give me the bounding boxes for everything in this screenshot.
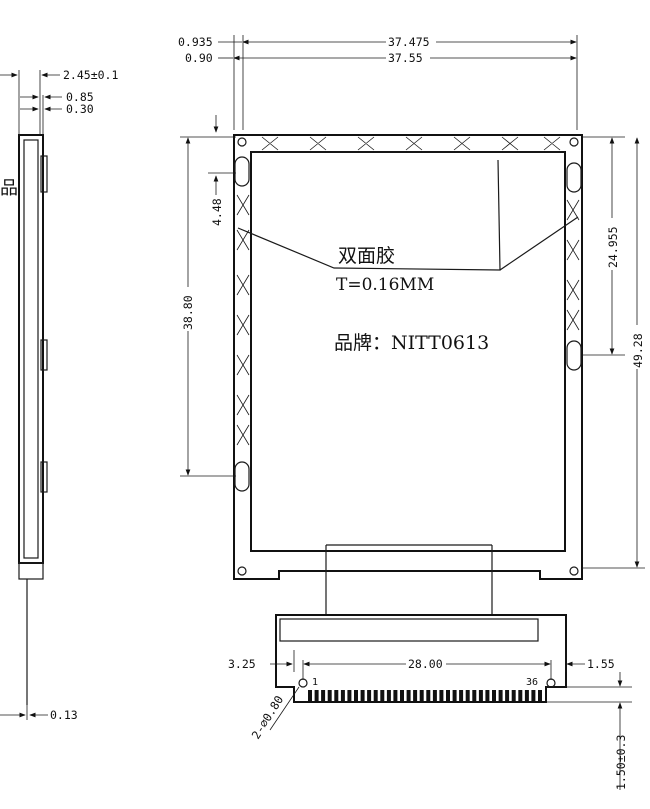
fpc-pin <box>524 690 529 701</box>
dim-fpc-right: 1.55 <box>587 657 615 671</box>
fpc-pin <box>478 690 483 701</box>
fpc-pin <box>340 690 345 701</box>
fpc-pin <box>439 690 444 701</box>
front-view: 双面胶 T=0.16MM 品牌：NITT0613 1 36 <box>233 134 583 703</box>
tape-leader-left <box>237 159 501 271</box>
fpc-pin <box>498 690 503 701</box>
tape-leader-right <box>499 216 579 271</box>
fpc-pin <box>347 690 352 701</box>
slot-right-top <box>566 162 582 193</box>
fpc-pin <box>386 690 391 701</box>
side-base <box>18 562 44 580</box>
fpc-pin <box>538 690 542 701</box>
dim-left-thickness: 2.45±0.1 <box>63 68 118 82</box>
brand-label: 品牌：NITT0613 <box>334 332 489 354</box>
fpc-hole-right <box>546 678 556 688</box>
mount-hole-bl <box>237 566 247 576</box>
fpc-pin <box>511 690 516 701</box>
fpc-pin <box>472 690 477 701</box>
side-cut-text: 品 <box>0 178 18 199</box>
dim-fpc-thickness: 1.50±0.3 <box>614 735 628 790</box>
slot-left-bottom <box>234 461 250 492</box>
side-tab-top <box>40 155 48 193</box>
fpc-pin <box>413 690 418 701</box>
slot-right-mid <box>566 340 582 371</box>
fpc-pin <box>380 690 385 701</box>
fpc-pin <box>321 690 326 701</box>
fpc-pins <box>308 690 542 701</box>
pin-first-label: 1 <box>312 677 318 688</box>
side-tab-mid <box>40 339 48 371</box>
tape-hatch-right <box>566 199 580 331</box>
mount-hole-tr <box>569 137 579 147</box>
fpc-pin <box>400 690 404 701</box>
fpc-pin <box>308 690 312 701</box>
dim-width-outer: 37.475 <box>388 35 430 49</box>
mount-hole-br <box>569 566 579 576</box>
dim-width-inner: 37.55 <box>388 51 423 65</box>
side-body <box>18 134 44 564</box>
fpc-hole-left <box>298 678 308 688</box>
fpc-pin <box>485 690 490 701</box>
fpc-pin <box>459 690 464 701</box>
side-view: 2.45±0.1 0.85 0.30 品 0.13 <box>0 68 118 722</box>
dim-total-height: 49.28 <box>631 333 645 368</box>
tape-hatch-left <box>236 194 250 446</box>
dim-left-a: 0.85 <box>66 90 94 104</box>
fpc-pin <box>518 690 523 701</box>
slot-left-top <box>234 156 250 187</box>
fpc-pin <box>327 690 332 701</box>
tape-thickness: T=0.16MM <box>336 275 434 295</box>
fpc-pin <box>314 690 319 701</box>
fpc-pin <box>354 690 358 701</box>
dim-fpc-left: 3.25 <box>228 657 256 671</box>
fpc-pin <box>452 690 457 701</box>
fpc-pin <box>505 690 510 701</box>
dim-side-bottom: 0.13 <box>50 708 78 722</box>
fpc-pin <box>446 690 450 701</box>
tape-hatch-top <box>261 136 561 151</box>
fpc-pin <box>360 690 365 701</box>
fpc-pin <box>406 690 411 701</box>
dim-right-upper: 24.955 <box>606 226 620 268</box>
fpc-pin <box>373 690 378 701</box>
mount-hole-tl <box>237 137 247 147</box>
side-tab-bottom <box>40 461 48 493</box>
dim-left-b: 0.30 <box>66 102 94 116</box>
fpc-pin <box>492 690 496 701</box>
fpc-pin <box>393 690 398 701</box>
fpc-pin <box>531 690 536 701</box>
fpc-stiffener <box>279 618 539 642</box>
dim-top-outer: 0.935 <box>178 35 213 49</box>
fpc-pin <box>419 690 424 701</box>
dim-fpc-span: 28.00 <box>408 657 443 671</box>
side-inner <box>23 139 39 559</box>
dim-hole-dia: 2-⌀0.80 <box>249 693 287 742</box>
fpc-pin <box>432 690 437 701</box>
fpc-pin <box>426 690 431 701</box>
fpc-pin <box>334 690 339 701</box>
fpc-pin <box>465 690 470 701</box>
dimension-lines: 37.475 37.55 0.935 0.90 38.80 4.48 24.95… <box>178 35 645 790</box>
dim-top-inner: 0.90 <box>185 51 213 65</box>
outer-frame <box>233 134 583 580</box>
dim-viewing-height: 38.80 <box>181 295 195 330</box>
pin-last-label: 36 <box>526 677 538 688</box>
fpc-pin <box>367 690 372 701</box>
fpc-neck <box>325 545 493 615</box>
dim-hole-spacing: 4.48 <box>210 198 224 226</box>
tape-name: 双面胶 <box>338 245 395 267</box>
